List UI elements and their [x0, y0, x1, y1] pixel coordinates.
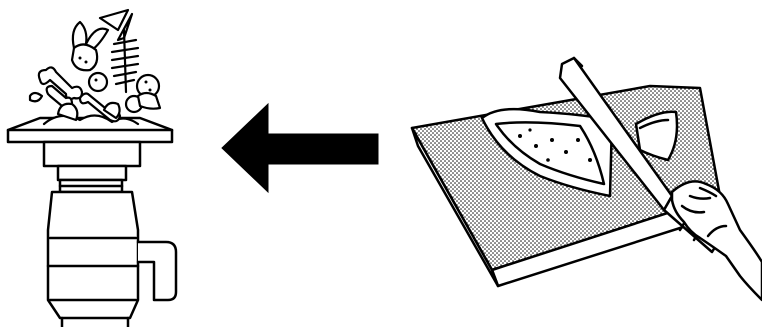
food-scraps-icon	[30, 10, 160, 124]
hand-icon	[672, 181, 762, 300]
garbage-disposal-icon	[8, 118, 176, 327]
arrow-left-icon	[222, 104, 378, 192]
